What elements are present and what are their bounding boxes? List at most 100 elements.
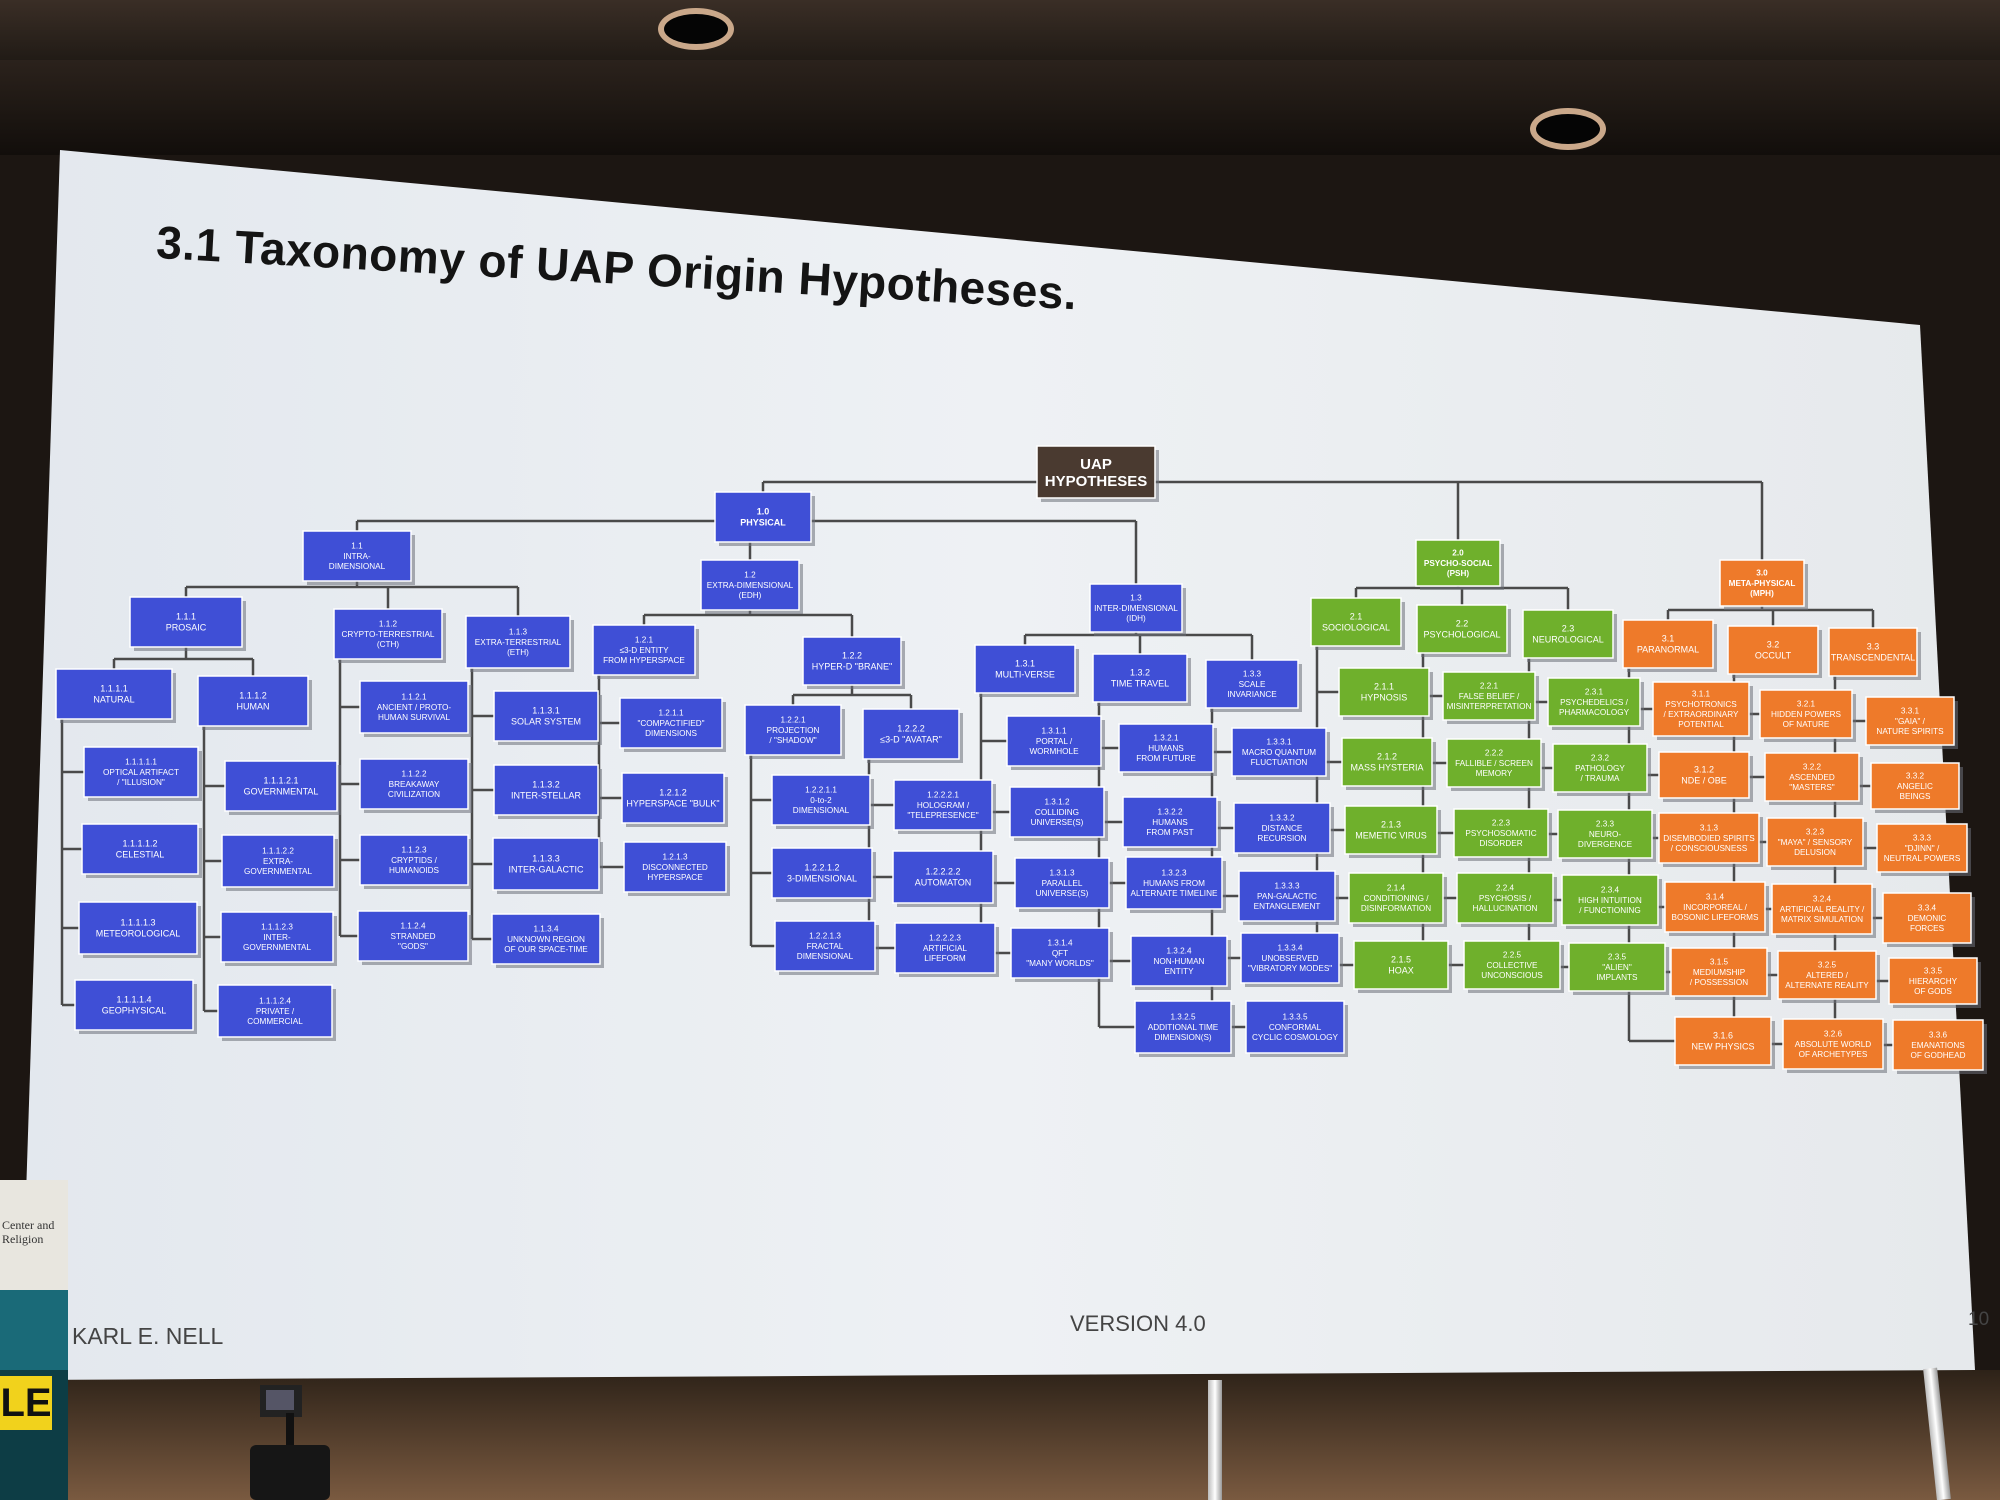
node-label: UNKNOWN REGION — [507, 935, 585, 944]
node-label: 1.3.1.1 — [1041, 727, 1066, 736]
node-box — [1759, 689, 1853, 739]
node-label: NEURO- — [1589, 830, 1622, 839]
node-box — [700, 559, 800, 611]
node-label: 1.3.1.4 — [1047, 939, 1072, 948]
node-label: DISINFORMATION — [1361, 904, 1431, 913]
node-box — [771, 847, 873, 899]
node-label: CONFORMAL — [1269, 1023, 1322, 1032]
camera-icon — [250, 1385, 330, 1500]
author-name: KARL E. NELL — [72, 1323, 224, 1349]
node-label: CONDITIONING / — [1363, 894, 1429, 903]
node-label: 2.3.4 — [1601, 886, 1620, 895]
node-label: 3.2.3 — [1806, 828, 1825, 837]
taxonomy-node-3-3-3: 3.3.3"DJINN" /NEUTRAL POWERS — [1876, 823, 1971, 876]
node-box — [1231, 727, 1327, 777]
node-label: 1.1.1.2.2 — [262, 847, 294, 856]
stand-pole-left — [1208, 1380, 1222, 1500]
node-label: ARTIFICIAL — [923, 944, 967, 953]
node-label: FALSE BELIEF / — [1459, 692, 1520, 701]
node-label: 2.3.1 — [1585, 688, 1604, 697]
node-box — [1888, 957, 1978, 1005]
node-label: 1.2.1.1 — [658, 709, 683, 718]
node-box — [1130, 935, 1228, 987]
node-label: 1.3.2.4 — [1166, 947, 1191, 956]
node-label: BOSONIC LIFEFORMS — [1672, 913, 1759, 922]
node-label: DISCONNECTED — [642, 863, 708, 872]
node-label: OF GODS — [1914, 987, 1952, 996]
node-box — [465, 615, 571, 669]
node-label: 3.1.3 — [1700, 824, 1719, 833]
node-label: GEOPHYSICAL — [102, 1006, 167, 1016]
node-box — [619, 697, 723, 749]
node-label: 1.3.3 — [1243, 670, 1262, 679]
node-label: HUMANS — [1152, 818, 1188, 827]
node-label: MATRIX SIMULATION — [1781, 915, 1863, 924]
node-box — [1009, 786, 1105, 838]
node-label: DIMENSIONS — [645, 729, 697, 738]
node-label: TIME TRAVEL — [1111, 679, 1169, 689]
node-box — [892, 850, 994, 904]
node-label: 2.1.2 — [1377, 752, 1397, 762]
node-label: 1.1.1.1 — [100, 684, 128, 694]
node-label: 3.1.2 — [1694, 765, 1714, 775]
node-label: CYCLIC COSMOLOGY — [1252, 1033, 1339, 1042]
node-label: 1.1.3.3 — [532, 854, 560, 864]
node-label: INVARIANCE — [1227, 690, 1277, 699]
node-label: COLLIDING — [1035, 808, 1079, 817]
node-box — [1233, 802, 1331, 854]
node-label: ADDITIONAL TIME — [1148, 1023, 1219, 1032]
node-label: "VIBRATORY MODES" — [1248, 964, 1332, 973]
node-label: 3.2.1 — [1797, 700, 1816, 709]
node-label: UNCONSCIOUS — [1481, 971, 1543, 980]
node-label: "DJINN" / — [1905, 844, 1940, 853]
node-box — [1089, 583, 1183, 633]
node-label: NEUROLOGICAL — [1532, 635, 1604, 645]
node-label: HIDDEN POWERS — [1771, 710, 1842, 719]
node-box — [1118, 723, 1214, 773]
node-box — [714, 491, 812, 543]
node-label: OF GODHEAD — [1910, 1051, 1965, 1060]
node-label: CIVILIZATION — [388, 790, 440, 799]
taxonomy-node-2-3-5: 2.3.5"ALIEN"IMPLANTS — [1568, 942, 1669, 995]
node-label: FROM PAST — [1146, 828, 1193, 837]
node-box — [1338, 667, 1430, 717]
node-label: 1.2.2.1 — [780, 716, 805, 725]
node-label: PSYCHEDELICS / — [1560, 698, 1629, 707]
node-label: DIVERGENCE — [1578, 840, 1633, 849]
node-label: 3-DIMENSIONAL — [787, 874, 857, 884]
node-label: SCALE — [1239, 680, 1266, 689]
node-box — [1205, 659, 1299, 709]
node-label: FLUCTUATION — [1251, 758, 1308, 767]
node-box — [1353, 940, 1449, 990]
node-label: NEUTRAL POWERS — [1884, 854, 1961, 863]
node-label: 1.2.2.2 — [897, 724, 925, 734]
node-box — [974, 644, 1076, 694]
node-label: 1.2.1 — [635, 636, 654, 645]
node-label: PSYCHOLOGICAL — [1423, 630, 1500, 640]
taxonomy-node-1-2-2-2: 1.2.2.2≤3-D "AVATAR" — [862, 708, 963, 763]
node-label: 2.1.3 — [1381, 820, 1401, 830]
